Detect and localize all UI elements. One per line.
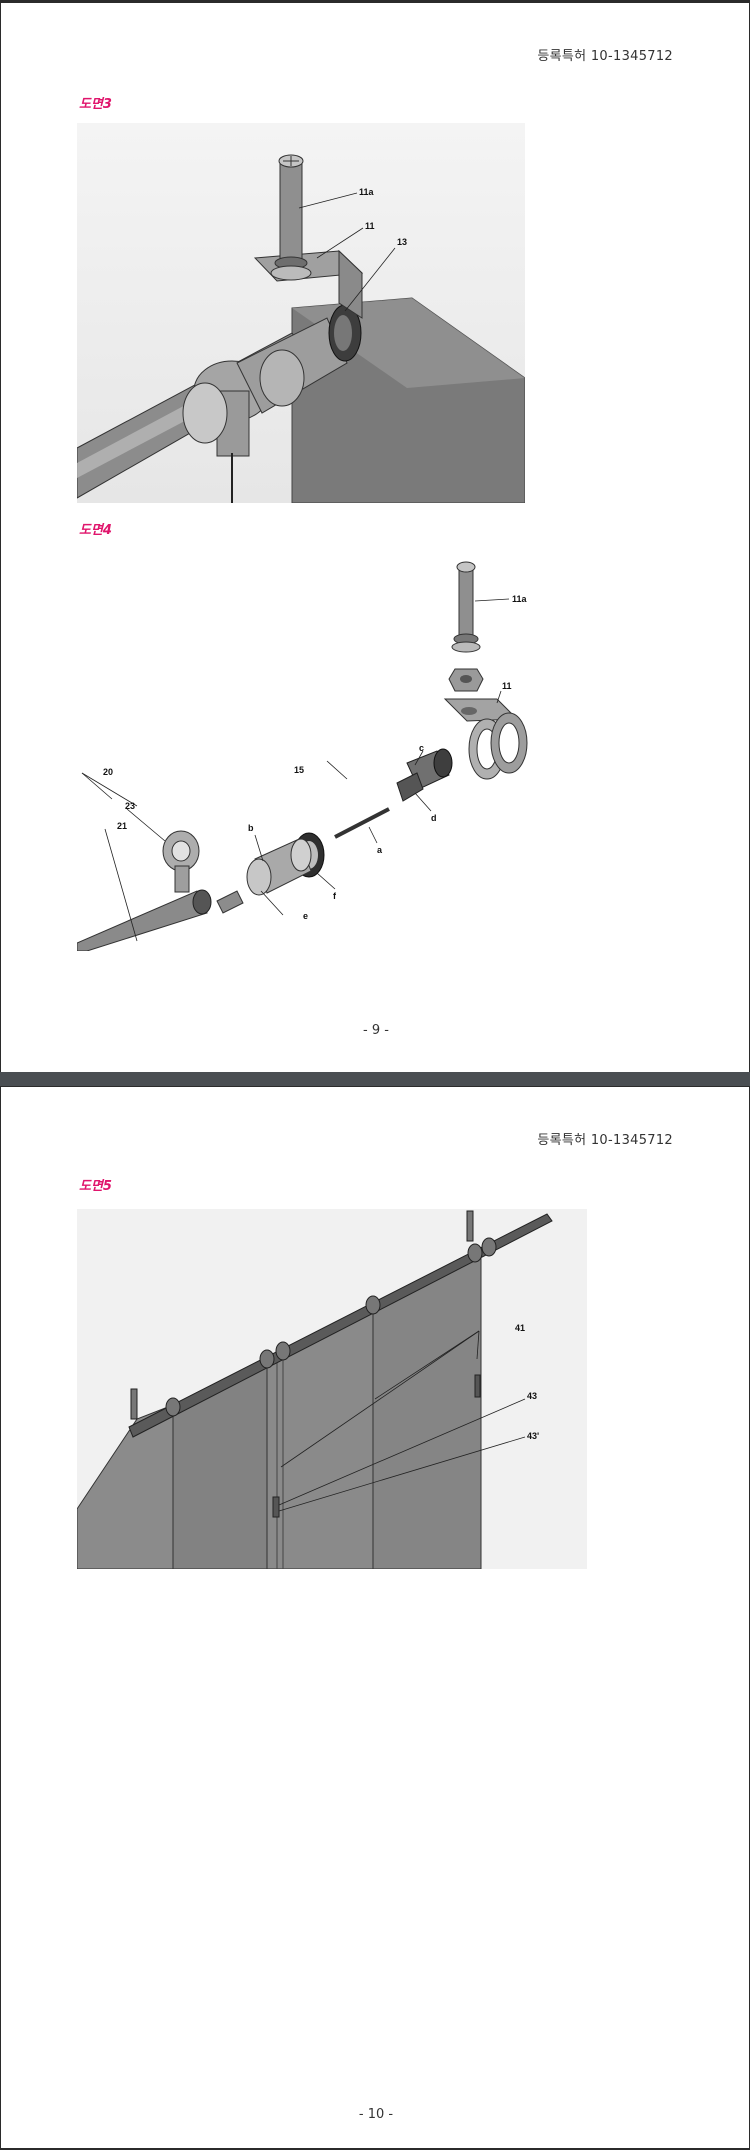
ref-label: e [303,911,308,921]
figure-3-drawing: 11a 11 13 [77,123,525,503]
handle-43 [272,1496,280,1518]
pipe-21 [77,890,208,951]
page-number: - 10 - [358,2107,394,2122]
ref-label: f [333,891,337,901]
ref-label: 13 [397,237,407,247]
ref-label: 11a [512,594,528,604]
bolt-11a [279,162,303,269]
figure-label-5: 도면5 [79,1179,112,1194]
rod-a [334,807,390,839]
patent-page-10: 등록특허 10-1345712 도면5 41 43 43' [0,1086,750,2150]
handle-43-prime [474,1374,481,1398]
figure-5-drawing: 41 43 43' [77,1209,587,1569]
page-header: 등록특허 10-1345712 [537,49,673,64]
figure-label-4: 도면4 [79,523,112,538]
page-number: - 9 - [363,1023,389,1038]
ref-label: 20 [103,767,113,777]
ref-label: a [377,845,383,855]
ref-label: 23 [125,801,135,811]
page-separator [0,1072,750,1086]
ref-label: 15 [294,765,304,775]
ref-label: d [431,813,437,823]
ref-label: c [419,743,424,753]
ref-label: 21 [117,821,127,831]
ref-label: 11 [502,681,512,691]
page-header: 등록특허 10-1345712 [537,1133,673,1148]
bolt-11a [458,568,474,640]
figure-4-drawing: 11a 11 15 20 23 21 b c d a f e [77,561,528,951]
part-d [396,772,424,802]
patent-page-9: 등록특허 10-1345712 도면3 [0,0,750,1072]
ref-label: 11 [365,221,375,231]
rail-pipe [128,1213,553,1438]
pin-e [216,890,244,914]
figure-label-3: 도면3 [79,97,112,112]
ref-label: 43 [527,1391,537,1401]
ref-label: b [248,823,254,833]
ref-label: 43' [527,1431,539,1441]
ref-label: 41 [515,1323,525,1333]
ref-label: 11a [359,187,375,197]
